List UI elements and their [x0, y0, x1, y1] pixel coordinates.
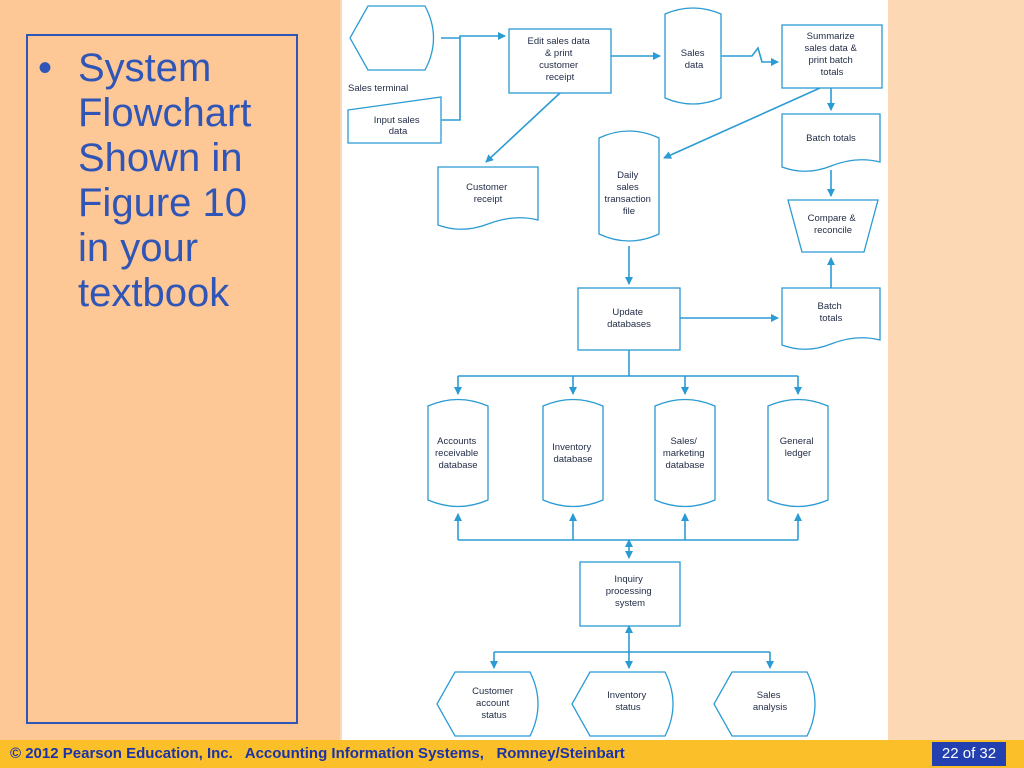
bullet-text-box: • System Flowchart Shown in Figure 10 in… — [26, 34, 298, 724]
footer-bar: © 2012 Pearson Education, Inc. Accountin… — [0, 740, 1024, 768]
batch-totals-top-document — [781, 113, 881, 172]
inventory-database-label: Inventory database — [552, 442, 594, 465]
system-flowchart: Sales terminal Input sales data Edit sal… — [347, 5, 883, 737]
sales-data-label: Sales data — [681, 48, 707, 71]
customer-receipt-label: Customer receipt — [466, 182, 510, 205]
page-current: 22 — [941, 745, 959, 762]
general-ledger-database — [767, 398, 829, 508]
bullet-line: System — [78, 46, 212, 90]
page-indicator: 22 of 32 — [932, 742, 1006, 766]
bullet-dot: • — [38, 46, 53, 90]
sales-marketing-label: Sales/ marketing database — [663, 436, 707, 471]
accounts-receivable-label: Accounts receivable database — [435, 436, 481, 471]
bullet-line: in your — [78, 226, 199, 270]
daily-sales-label: Daily sales transaction file — [604, 170, 653, 217]
bullet-line: Flowchart — [78, 91, 252, 135]
page-of: of — [958, 745, 980, 762]
general-ledger-label: General ledger — [780, 436, 816, 459]
sales-terminal-label: Sales terminal — [348, 83, 408, 94]
customer-receipt-document — [437, 166, 539, 230]
update-databases-label: Update databases — [607, 307, 651, 330]
accounts-receivable-database — [427, 398, 489, 508]
customer-account-status-display — [436, 671, 539, 737]
bullet-line: Figure 10 — [78, 181, 247, 225]
input-sales-data-label: Input sales data — [374, 115, 423, 137]
inventory-database — [542, 398, 604, 508]
inventory-status-label: Inventory status — [607, 690, 649, 713]
bullet-line: textbook — [78, 271, 230, 315]
right-background — [888, 0, 1024, 740]
batch-totals-bottom-document — [781, 287, 881, 350]
sales-data-database — [664, 7, 722, 105]
bullet-text: System Flowchart Shown in Figure 10 in y… — [78, 46, 293, 316]
footer-copyright: © 2012 Pearson Education, Inc. Accountin… — [10, 745, 625, 762]
input-sales-data-shape — [347, 96, 442, 144]
page-total: 32 — [979, 745, 997, 762]
daily-sales-transaction-file — [598, 130, 660, 242]
left-background — [0, 0, 340, 740]
sales-marketing-database — [654, 398, 716, 508]
flowchart-figure: Sales terminal Input sales data Edit sal… — [342, 0, 888, 740]
inquiry-processing-label: Inquiry processing system — [606, 574, 655, 609]
inventory-status-display — [571, 671, 674, 737]
batch-totals-top-label: Batch totals — [806, 133, 856, 144]
compare-reconcile-label: Compare & reconcile — [808, 213, 859, 236]
edit-sales-data-label: Edit sales data & print customer receipt — [528, 36, 593, 83]
bullet-line: Shown in — [78, 136, 243, 180]
customer-account-status-label: Customer account status — [472, 686, 516, 721]
update-databases-process — [577, 287, 681, 351]
compare-reconcile-operation — [787, 199, 879, 253]
inquiry-processing-process — [579, 561, 681, 627]
batch-totals-bottom-label: Batch totals — [818, 301, 845, 324]
sales-analysis-display — [713, 671, 816, 737]
summarize-sales-label: Summarize sales data & print batch total… — [805, 31, 860, 78]
sales-analysis-label: Sales analysis — [753, 690, 788, 713]
flowchart-connectors — [441, 32, 835, 669]
sales-terminal-shape — [349, 5, 435, 71]
summarize-sales-process — [781, 24, 883, 89]
